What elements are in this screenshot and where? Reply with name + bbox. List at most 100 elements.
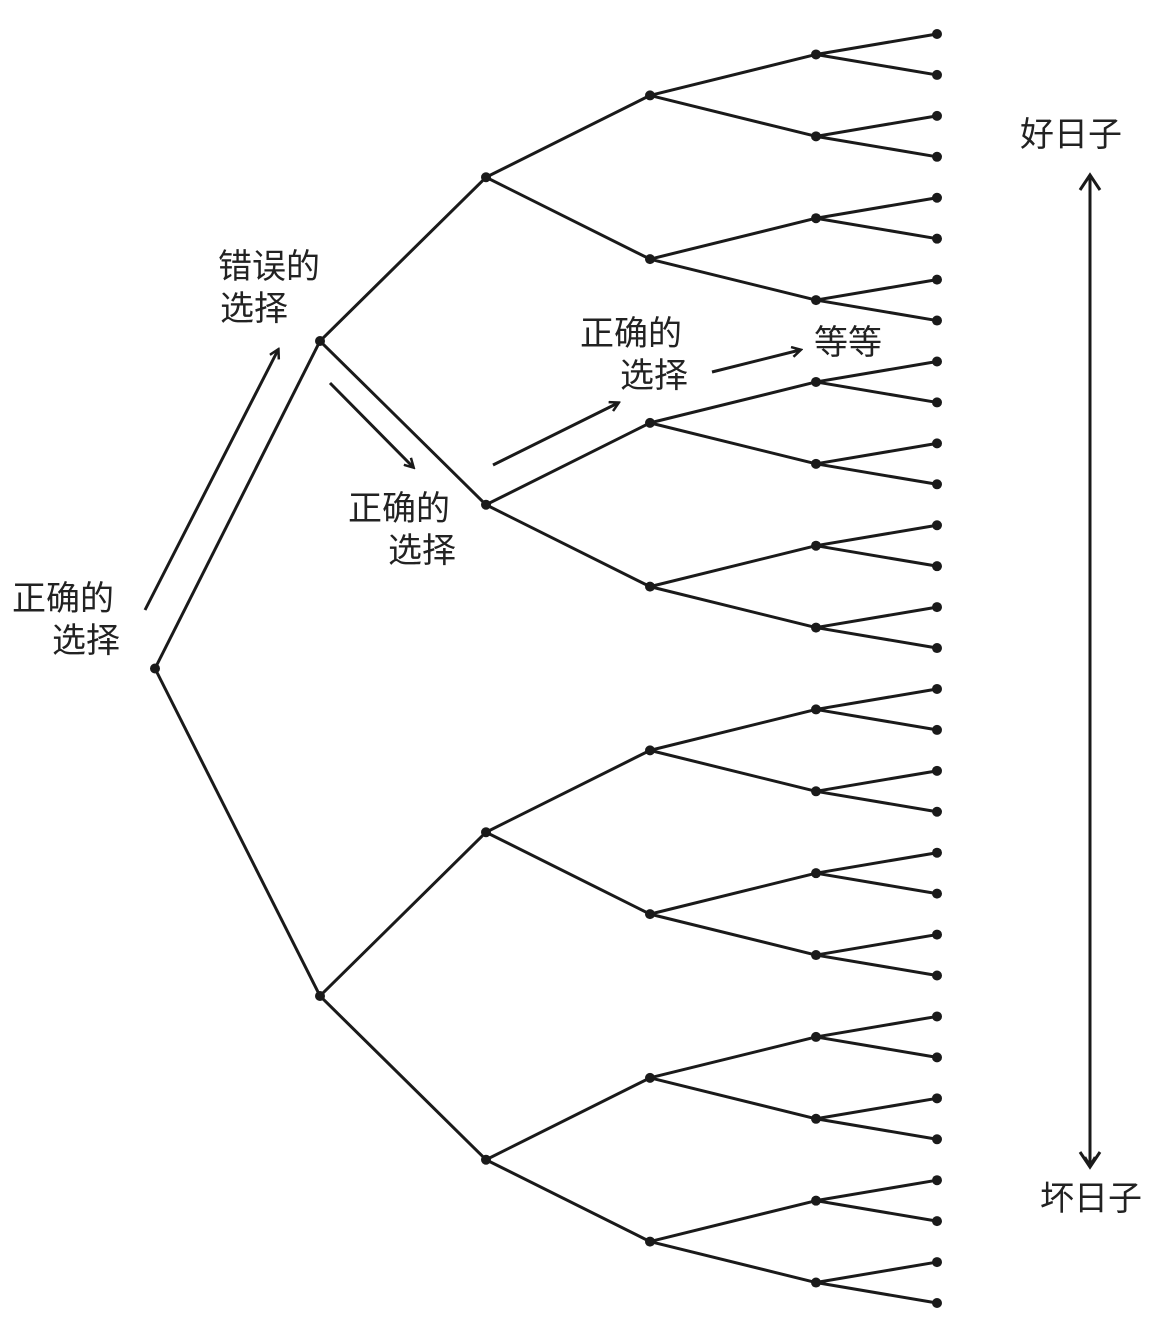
label-line: 正确的 — [580, 314, 682, 354]
tree-branch — [485, 175, 651, 261]
tree-branch — [815, 380, 938, 404]
tree-node — [645, 745, 655, 756]
leaf-node — [932, 233, 942, 244]
leaf-node — [932, 1216, 942, 1227]
tree-branch — [815, 953, 938, 977]
tree-branch — [815, 544, 938, 568]
tree-branch — [815, 114, 938, 138]
right-choice-label-a: 正确的 选择 — [348, 488, 456, 572]
leaf-node — [932, 315, 942, 326]
tree-node — [811, 458, 821, 469]
tree-node — [481, 172, 491, 183]
tree-branch — [485, 1158, 651, 1243]
tree-node — [315, 990, 325, 1001]
leaf-node — [932, 643, 942, 654]
tree-branch — [815, 626, 938, 650]
tree-node — [645, 1236, 655, 1247]
leaf-node — [932, 479, 942, 490]
label-line: 选择 — [388, 531, 456, 571]
leaf-node — [932, 397, 942, 408]
leaf-node — [932, 888, 942, 899]
tree-branch — [485, 1076, 651, 1162]
tree-branch — [318, 831, 488, 998]
leaf-node — [932, 438, 942, 449]
tree-branch — [318, 339, 488, 506]
tree-branch — [815, 462, 938, 486]
tree-branch — [318, 994, 488, 1161]
tree-branch — [815, 216, 938, 241]
tree-branch — [815, 605, 938, 630]
tree-branch — [153, 667, 322, 997]
leaf-node — [932, 1134, 942, 1145]
tree-branch — [649, 257, 817, 302]
tree-node — [645, 1072, 655, 1083]
tree-branch — [815, 933, 938, 957]
tree-node — [811, 704, 821, 715]
leaf-node — [932, 806, 942, 817]
leaf-node — [932, 724, 942, 735]
tree-node — [315, 336, 325, 347]
bad-days-label: 坏日子 — [1040, 1179, 1142, 1219]
tree-branch — [815, 1199, 938, 1223]
label-line: 选择 — [52, 621, 120, 661]
tree-branch — [649, 1076, 817, 1121]
arrow-to-right-choice — [328, 381, 413, 467]
tree-branch — [485, 830, 651, 916]
axis-arrowhead-bottom — [1078, 1151, 1102, 1170]
tree-node — [481, 1154, 491, 1165]
leaf-node — [932, 520, 942, 531]
tree-node — [811, 376, 821, 387]
leaf-node — [932, 683, 942, 694]
tree-branch — [815, 52, 938, 77]
arrow-to-wrong-choice — [143, 350, 278, 611]
tree-branch — [815, 1117, 938, 1141]
tree-branch — [815, 196, 938, 220]
tree-branch — [318, 176, 488, 343]
tree-branch — [649, 707, 817, 752]
tree-node — [645, 90, 655, 101]
tree-branch — [649, 544, 817, 589]
tree-branch — [649, 1035, 817, 1080]
tree-node — [811, 868, 821, 879]
tree-branch — [815, 32, 938, 56]
arrow-to-etc — [711, 350, 800, 374]
tree-branch — [649, 748, 817, 793]
tree-branch — [815, 687, 938, 711]
leaf-node — [932, 602, 942, 613]
tree-branch — [649, 585, 817, 630]
leaf-node — [932, 765, 942, 776]
tree-node — [481, 499, 491, 510]
leaf-node — [932, 29, 942, 39]
tree-branch — [815, 360, 938, 384]
label-line: 选择 — [220, 289, 288, 329]
tree-branch — [649, 871, 817, 916]
tree-node — [645, 417, 655, 428]
tree-branch — [815, 1096, 938, 1121]
leaf-node — [932, 1257, 942, 1268]
tree-node — [811, 540, 821, 551]
good-days-label: 好日子 — [1020, 115, 1122, 155]
tree-node — [811, 786, 821, 797]
tree-branch — [649, 216, 817, 261]
tree-node — [811, 950, 821, 961]
label-line: 错误的 — [218, 247, 320, 287]
leaf-node — [932, 151, 942, 162]
leaf-node — [932, 69, 942, 80]
tree-branch — [815, 278, 938, 302]
leaf-node — [932, 929, 942, 940]
tree-branch — [815, 298, 938, 323]
tree-branch — [649, 1240, 817, 1284]
tree-node — [811, 1195, 821, 1206]
tree-node — [481, 827, 491, 838]
tree-node — [811, 622, 821, 633]
tree-node — [150, 663, 160, 674]
right-choice-label-b: 正确的 选择 — [580, 313, 688, 397]
leaf-node — [932, 1011, 942, 1022]
tree-node — [645, 254, 655, 265]
tree-branch — [815, 707, 938, 732]
tree-branch — [815, 1035, 938, 1059]
tree-branch — [815, 851, 938, 875]
axis-arrowhead-top — [1078, 172, 1102, 191]
tree-branch — [815, 769, 938, 793]
